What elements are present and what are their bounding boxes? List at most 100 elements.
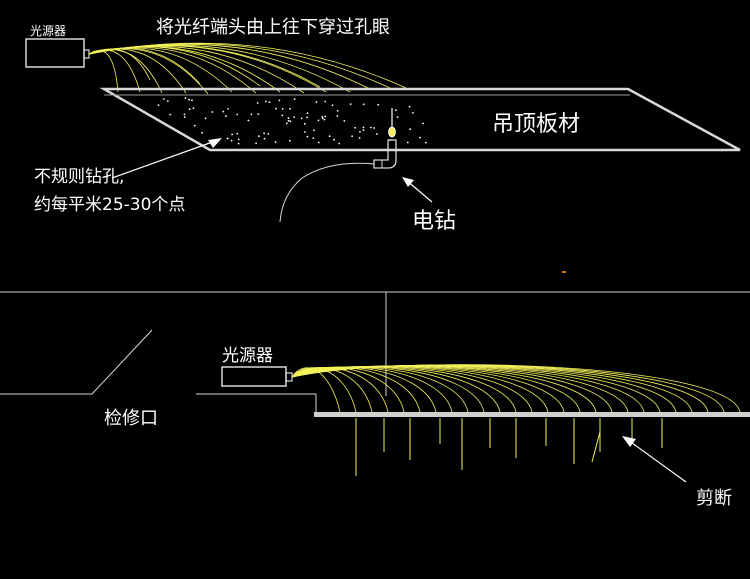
drill-hole bbox=[211, 111, 214, 113]
drill-hole bbox=[250, 113, 253, 116]
fiber-strand bbox=[88, 44, 321, 88]
drill-hole bbox=[222, 110, 225, 113]
drill-hole bbox=[300, 117, 303, 120]
drill-hole bbox=[293, 98, 296, 100]
drill-hole bbox=[343, 120, 346, 122]
drill-hole bbox=[267, 133, 270, 135]
drill-hole bbox=[306, 112, 309, 115]
drill-hole bbox=[169, 113, 172, 116]
drill-hole bbox=[184, 97, 187, 99]
bottom-light-source-box bbox=[221, 366, 287, 387]
drill-hole bbox=[362, 103, 365, 106]
drill-hole bbox=[289, 107, 291, 110]
bottom-source-label: 光源器 bbox=[222, 346, 273, 366]
drill-hole bbox=[333, 138, 335, 141]
drill-hole bbox=[263, 137, 266, 140]
fiber-end-cut bbox=[591, 431, 601, 463]
drill-hole bbox=[395, 109, 397, 112]
drill-hole bbox=[281, 114, 284, 117]
fiber-strand bbox=[291, 364, 741, 413]
instruction-text: 将光纤端头由上往下穿过孔眼 bbox=[156, 17, 390, 38]
fiber-strand bbox=[291, 364, 693, 413]
fiber-strand bbox=[88, 49, 163, 94]
drill-hole bbox=[424, 141, 427, 144]
drill-hole bbox=[278, 99, 281, 102]
drill-hole bbox=[362, 129, 365, 132]
drill-hole bbox=[396, 116, 399, 118]
drill-hole bbox=[336, 115, 339, 117]
drill-hole bbox=[336, 110, 339, 112]
top-source-label: 光源器 bbox=[30, 24, 66, 38]
drill-hole bbox=[188, 98, 191, 101]
drill-hole bbox=[313, 129, 315, 132]
drill-hole bbox=[256, 102, 259, 104]
drill-hole bbox=[359, 131, 361, 133]
fiber-end-stubs bbox=[355, 418, 663, 476]
drill-hole bbox=[354, 126, 356, 129]
fiber-strand bbox=[88, 50, 119, 93]
ceiling-board-label: 吊顶板材 bbox=[492, 112, 580, 137]
drill-hole bbox=[409, 128, 412, 131]
drill-hole bbox=[412, 112, 414, 114]
drill-hole bbox=[317, 119, 320, 122]
drill-hole bbox=[328, 135, 331, 138]
drill-hole bbox=[331, 104, 334, 107]
fiber-strand bbox=[88, 45, 327, 93]
drill-note-line1: 不规则钻孔, bbox=[34, 167, 124, 187]
drill-label: 电钻 bbox=[412, 209, 456, 234]
bottom-fiber-bundle bbox=[291, 364, 741, 413]
drill-hole bbox=[370, 126, 372, 129]
top-light-source-box bbox=[25, 38, 85, 68]
drill-hole bbox=[287, 119, 290, 122]
drill-hole bbox=[192, 107, 195, 110]
drill-hole bbox=[281, 108, 284, 110]
cut-label: 剪断 bbox=[696, 488, 732, 509]
drill-hole bbox=[323, 118, 326, 121]
drill-note-pointer-arrowhead bbox=[208, 138, 222, 148]
drill-hole bbox=[321, 117, 324, 120]
drill-hole bbox=[293, 116, 295, 118]
drill-hole bbox=[201, 131, 204, 134]
cut-pointer bbox=[627, 439, 687, 483]
fiber-strand bbox=[291, 365, 565, 413]
drill-hole bbox=[226, 137, 229, 140]
drill-hole bbox=[265, 100, 267, 103]
drill-hole bbox=[231, 133, 234, 136]
drill-hole bbox=[236, 132, 239, 135]
drill-hole bbox=[247, 119, 250, 122]
drill-hole bbox=[274, 141, 277, 143]
drill-hole bbox=[304, 131, 306, 133]
drill-hole bbox=[268, 101, 271, 103]
drill-hole bbox=[338, 142, 341, 145]
ceiling-board bbox=[99, 87, 741, 152]
access-label: 检修口 bbox=[104, 408, 158, 429]
drill-hole bbox=[236, 113, 239, 116]
drill-hole bbox=[312, 137, 315, 140]
drill-hole bbox=[204, 117, 207, 120]
drill-hole bbox=[349, 103, 352, 105]
drill-hole bbox=[422, 122, 424, 125]
drill-hole bbox=[315, 101, 318, 103]
drill-hole bbox=[303, 122, 306, 125]
drill-hole bbox=[237, 142, 240, 145]
drill-hole bbox=[287, 117, 290, 120]
drill-note-line2: 约每平米25-30个点 bbox=[34, 195, 185, 215]
fiber-strand bbox=[88, 48, 187, 94]
drill-hole bbox=[306, 135, 309, 138]
drill-hole bbox=[166, 100, 169, 102]
drill-hole bbox=[419, 136, 421, 139]
drill-hole bbox=[257, 113, 260, 115]
drill-hole bbox=[255, 142, 257, 145]
drill-hole bbox=[275, 107, 277, 110]
drill-hole-dots bbox=[157, 97, 427, 145]
drill-hole bbox=[188, 108, 191, 111]
drill-hole bbox=[289, 120, 292, 123]
drill-hole bbox=[406, 141, 409, 144]
drill-hole bbox=[237, 138, 240, 141]
top-fiber-bundle bbox=[88, 42, 407, 95]
fiber-strand bbox=[291, 366, 501, 413]
drill-hole bbox=[183, 116, 186, 118]
drill-hole bbox=[258, 135, 260, 138]
drill-hole bbox=[225, 115, 227, 117]
